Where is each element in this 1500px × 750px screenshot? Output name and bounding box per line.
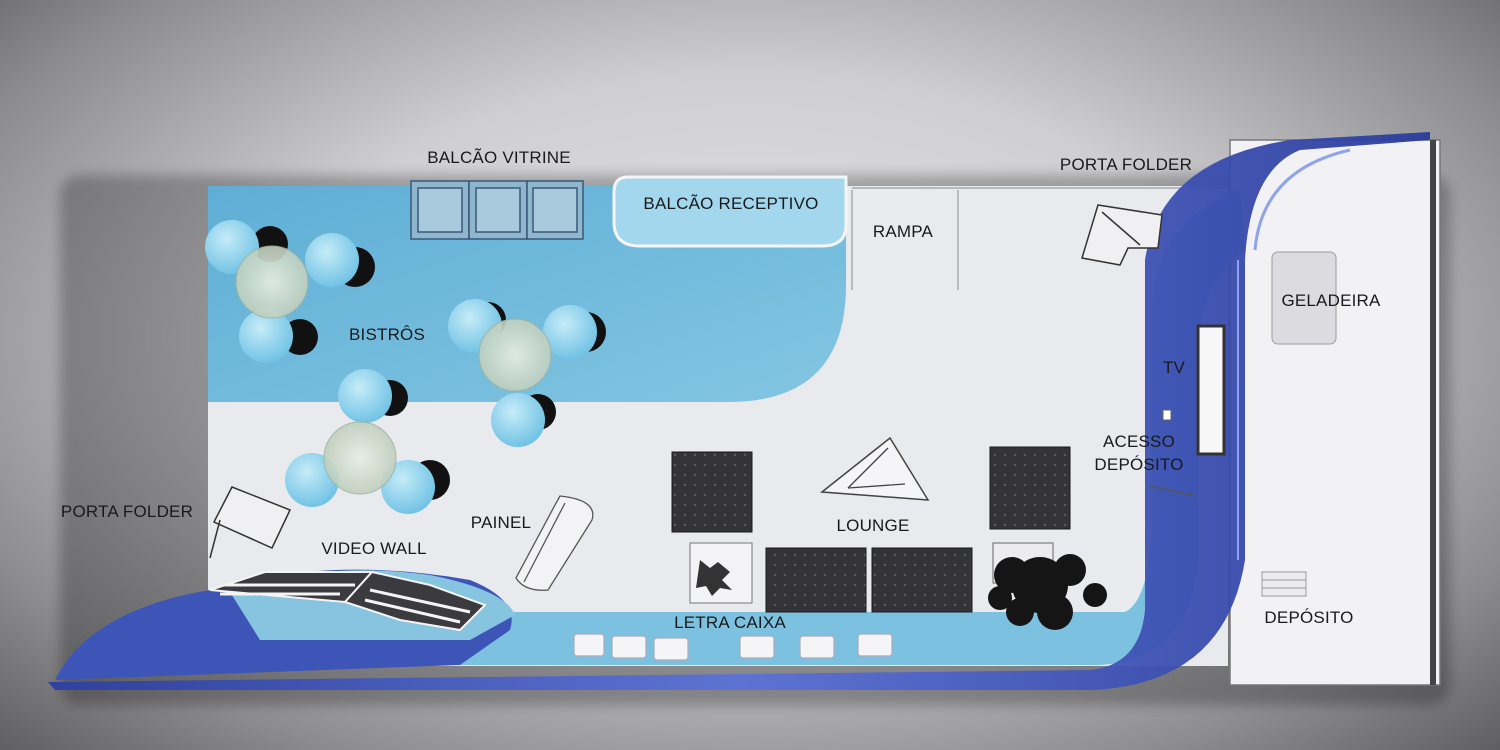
- deposit-door-line: [1149, 485, 1197, 497]
- lounge-set: [671, 436, 1071, 613]
- balcao-receptivo-shape: [612, 175, 848, 248]
- label-porta-folder-top: PORTA FOLDER: [1059, 155, 1193, 174]
- bistro-cluster-2: [448, 299, 606, 447]
- deposit-shelves: [1261, 571, 1307, 597]
- label-rampa: RAMPA: [872, 222, 934, 241]
- porta-folder-left-shape: [209, 486, 292, 559]
- label-balcao-receptivo: BALCÃO RECEPTIVO: [643, 194, 819, 213]
- porta-folder-top-shape: [1081, 204, 1163, 266]
- curved-wall-edge: [1253, 148, 1351, 251]
- label-lounge: LOUNGE: [836, 516, 910, 535]
- curved-wall: [48, 132, 1430, 690]
- letra-caixa-shape: [573, 633, 893, 661]
- label-deposito: DEPÓSITO: [1264, 608, 1354, 627]
- painel-shape: [515, 495, 594, 591]
- label-acesso-deposito: DEPÓSITO: [1094, 455, 1184, 474]
- label-porta-folder-left: PORTA FOLDER: [60, 502, 194, 521]
- plant-icon: [988, 554, 1107, 630]
- label-letra-caixa: LETRA CAIXA: [674, 613, 786, 632]
- tv-shape: [1196, 324, 1226, 456]
- label-balcao-vitrine: BALCÃO VITRINE: [427, 148, 571, 167]
- balcao-vitrine-shape: [410, 180, 584, 240]
- label-bistros: BISTRÔS: [348, 325, 426, 344]
- bistro-cluster-1: [205, 220, 375, 363]
- geladeira-unit: [1271, 251, 1337, 345]
- label-geladeira: GELADEIRA: [1281, 291, 1381, 310]
- video-wall-screens: [209, 570, 487, 632]
- label-acesso: ACESSO: [1102, 432, 1176, 451]
- ramp-lines: [851, 187, 1230, 290]
- label-painel: PAINEL: [470, 513, 532, 532]
- bistro-cluster-3: [285, 369, 450, 514]
- label-video-wall: VIDEO WALL: [321, 539, 427, 558]
- switch: [1162, 409, 1172, 421]
- label-tv: TV: [1162, 358, 1186, 377]
